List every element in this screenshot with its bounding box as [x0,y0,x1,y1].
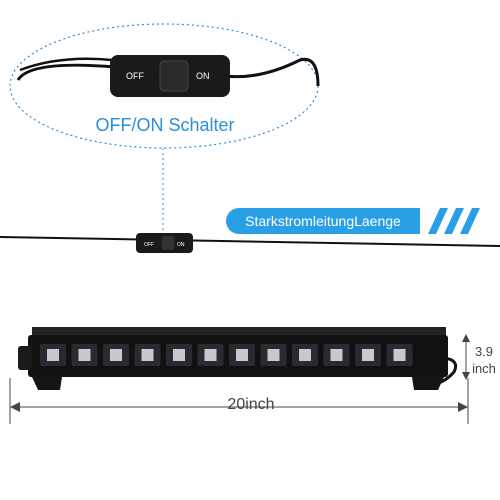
inline-off-text: OFF [144,242,154,248]
led-chip [47,349,59,361]
power-cable [0,236,500,247]
height-dim-arrow-bottom [462,372,470,380]
switch-callout-label: OFF/ON Schalter [95,115,235,135]
led-chip [110,349,122,361]
height-unit: inch [472,361,496,376]
led-chip [78,349,91,361]
led-chip [299,349,311,361]
left-foot [32,377,62,390]
callout-off-text: OFF [126,71,144,81]
right-foot [412,377,444,390]
banner-stripe-2 [444,208,464,234]
led-chip [141,349,154,361]
height-dimension-label: 3.9 inch [468,343,500,377]
width-dim-arrow-left [10,402,20,412]
banner-stripe-1 [428,208,448,234]
banner-stripe-3 [460,208,480,234]
height-dim-arrow-top [462,334,470,342]
inline-on-text: ON [177,242,185,248]
inline-switch-rocker[interactable] [162,236,174,250]
cable-length-banner: StarkstromleitungLaenge [226,208,420,234]
height-value: 3.9 [474,344,494,359]
led-chip [393,349,406,361]
width-dimension-label: 20inch [227,396,275,413]
led-chip [204,349,217,361]
led-chip [267,349,280,361]
led-chip [330,349,343,361]
callout-switch-rocker[interactable] [159,60,189,92]
led-chip [362,349,374,361]
cable-length-banner-text: StarkstromleitungLaenge [245,213,401,229]
led-chip [236,349,248,361]
callout-cable [16,57,320,87]
callout-cable-2 [19,57,113,72]
callout-on-text: ON [196,71,210,81]
width-dim-arrow-right [458,402,468,412]
led-bar-top [32,327,446,337]
led-bar-left-knob[interactable] [18,346,32,370]
led-chip [173,349,185,361]
led-array [40,344,413,366]
